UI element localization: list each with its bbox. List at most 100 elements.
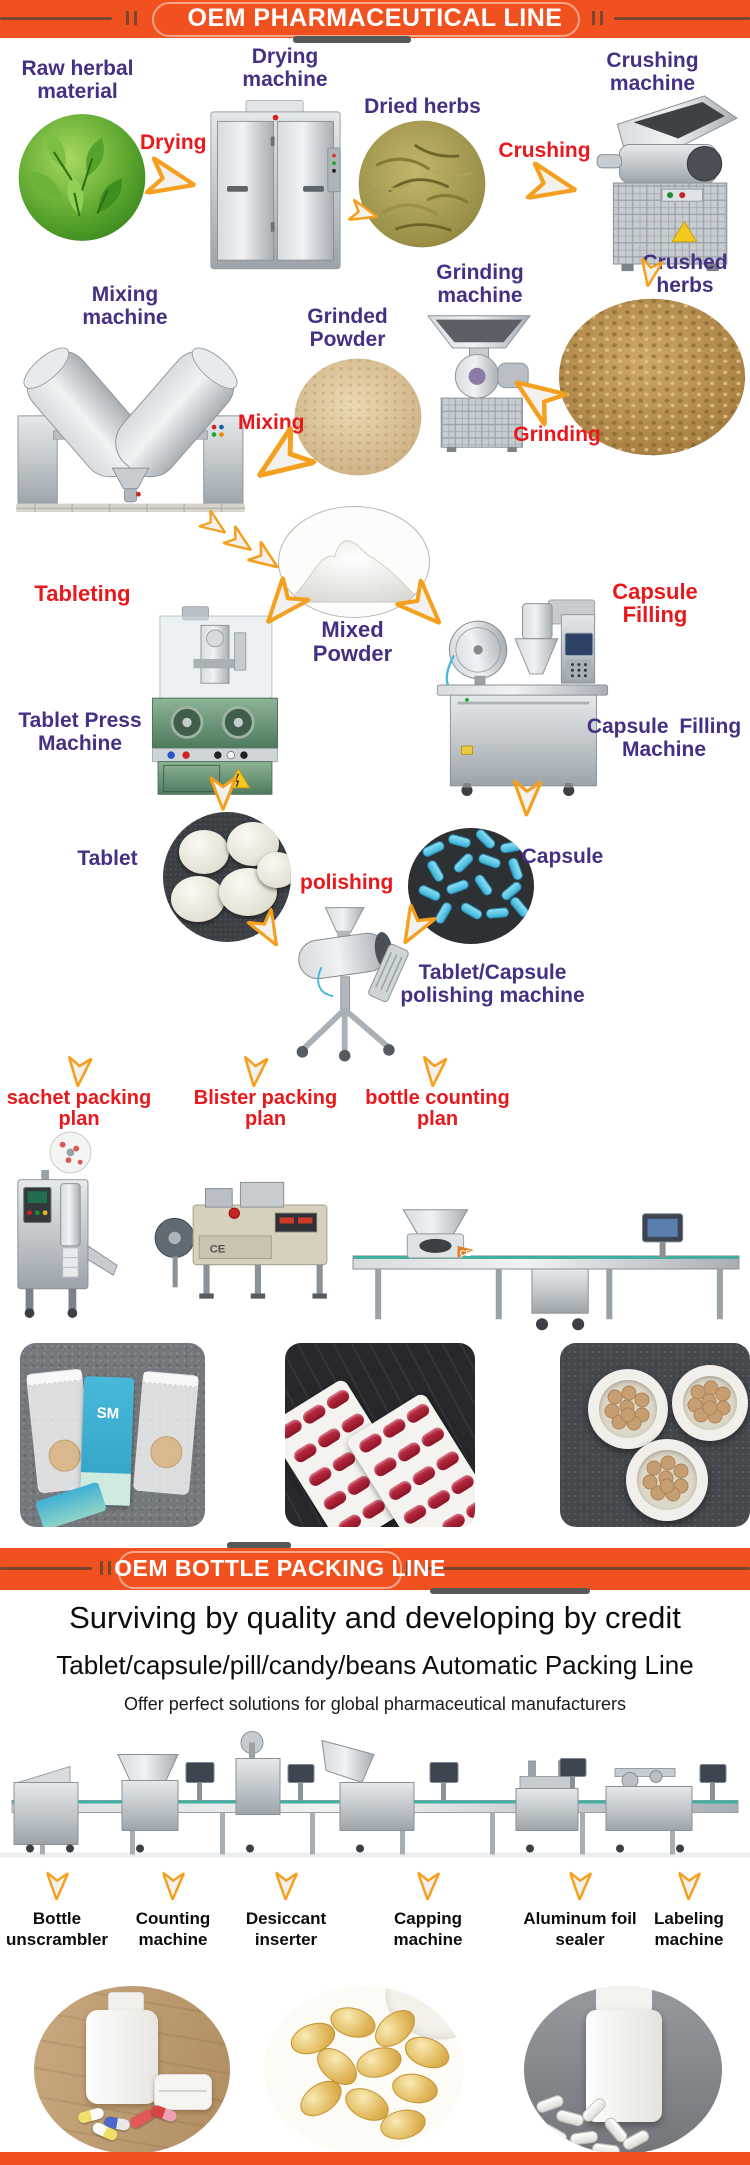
red-capsule-pill — [285, 1417, 305, 1441]
sachet-plan-label: sachet packing plan — [6, 1087, 152, 1130]
crushing-step-label: Crushing — [498, 139, 591, 162]
red-capsule-pill — [300, 1402, 328, 1427]
sachet-brand-text: SM — [96, 1404, 120, 1423]
white-tablet — [171, 876, 225, 922]
green-leaves-icon — [18, 114, 146, 241]
tablet-dot — [634, 1392, 650, 1408]
white-tablet — [179, 830, 229, 874]
counting-line-icon: CE — [352, 1209, 740, 1331]
pill-cup — [588, 1369, 668, 1449]
red-capsule-pill — [324, 1387, 352, 1412]
blue-capsule — [476, 852, 503, 870]
blue-capsule — [508, 894, 531, 920]
grinding-step-label: Grinding — [513, 423, 601, 446]
station-counting-machine: Counting machine — [135, 1909, 211, 1950]
dried-herbs-icon — [358, 120, 486, 248]
red-capsule-pill — [463, 1496, 475, 1521]
bottle-banner: OEM BOTTLE PACKING LINE — [0, 1548, 750, 1590]
banner-tick — [100, 1561, 103, 1575]
flow-arrow-icon — [568, 1871, 592, 1901]
flow-arrow-icon — [637, 257, 664, 288]
flow-arrow-icon — [274, 1871, 298, 1901]
white-tablet — [257, 852, 291, 888]
grinding-machine-label: Grinding machine — [436, 261, 524, 307]
polishing-machine-icon — [296, 907, 409, 1062]
blister-plan-label: Blister packing plan — [193, 1087, 338, 1130]
station-capping-machine: Capping machine — [393, 1909, 463, 1950]
banner-tick — [414, 1561, 417, 1575]
pill-cup — [672, 1365, 748, 1441]
capsule-filler-icon — [436, 599, 609, 797]
flow-arrow-icon — [66, 1056, 93, 1088]
blue-capsule — [433, 900, 454, 926]
blue-capsule — [444, 878, 471, 896]
flow-arrow-icon — [421, 1056, 448, 1088]
flow-arrow-icon — [222, 524, 258, 559]
red-capsule-pill — [371, 1454, 399, 1479]
red-capsule-pill — [434, 1448, 462, 1473]
flow-arrow-icon — [416, 1871, 440, 1901]
drying-step-label: Drying — [140, 131, 207, 154]
banner-tick — [592, 11, 595, 25]
tablet-dot — [715, 1386, 731, 1402]
clear-sachet — [132, 1370, 200, 1496]
drying-machine-photo — [208, 95, 343, 278]
pill-cup-inner — [599, 1380, 657, 1438]
banner-tick — [134, 11, 137, 25]
crushing-machine-label: Crushing machine — [606, 49, 699, 95]
banner-tick — [108, 1561, 111, 1575]
flow-arrow-icon — [45, 1871, 69, 1901]
blue-capsule — [416, 883, 443, 903]
flow-arrow-icon — [525, 161, 581, 209]
mixed-powder-photo — [278, 506, 430, 618]
red-capsule-pill — [321, 1488, 349, 1513]
blister-products-photo — [285, 1343, 475, 1527]
flow-arrow-icon — [209, 776, 237, 811]
red-capsule-pill — [410, 1463, 438, 1488]
counted-tablets-photo — [560, 1343, 750, 1527]
drying-machine-icon — [210, 99, 341, 270]
flow-arrow-icon — [246, 907, 290, 953]
white-bottle — [86, 2010, 158, 2104]
flow-arrow-icon — [246, 540, 285, 578]
red-capsule-pill — [315, 1426, 343, 1450]
tablet-press-photo — [145, 598, 285, 803]
mixed-powder-label: Mixed Powder — [312, 617, 393, 666]
mixing-machine-label: Mixing machine — [82, 283, 168, 329]
red-capsule-pill — [336, 1512, 364, 1527]
bottle-plan-label: bottle counting plan — [365, 1087, 510, 1130]
banner-tick — [600, 11, 603, 25]
top-banner: OEM PHARMACEUTICAL LINE — [0, 0, 750, 38]
raw-herbs-photo — [18, 110, 146, 245]
blister-machine-photo: CE — [152, 1170, 332, 1310]
banner-capsule-outline — [118, 1551, 402, 1589]
dried-herbs-label: Dried herbs — [364, 95, 481, 118]
flow-arrow-icon — [161, 1871, 185, 1901]
blue-capsule — [459, 900, 484, 922]
banner-line-right — [428, 1567, 750, 1570]
blue-capsule — [425, 858, 446, 884]
flow-arrow-icon — [391, 902, 437, 951]
tablet-dot — [702, 1400, 718, 1416]
white-capsule — [554, 2108, 586, 2128]
blue-capsule — [420, 839, 447, 859]
slogan-solutions: Offer perfect solutions for global pharm… — [124, 1694, 626, 1714]
flow-arrow-icon — [245, 425, 317, 495]
tablet-dot — [673, 1463, 689, 1479]
flow-arrow-icon — [242, 1056, 269, 1088]
pill-cup — [626, 1439, 708, 1521]
cap-line — [159, 2090, 207, 2093]
white-capsule — [538, 2121, 570, 2147]
tablet-dot — [620, 1407, 636, 1423]
red-capsule-pill — [425, 1487, 453, 1512]
dried-herbs-photo — [358, 118, 486, 250]
powder-pile-icon — [285, 540, 422, 603]
red-capsule-pill — [419, 1425, 447, 1449]
flow-arrow-icon — [512, 779, 543, 817]
red-capsule-pill — [386, 1478, 414, 1503]
flow-arrow-icon — [504, 365, 568, 427]
flow-arrow-icon — [253, 575, 311, 635]
crushed-herbs-icon — [558, 298, 746, 456]
banner-line-left — [0, 1567, 92, 1570]
